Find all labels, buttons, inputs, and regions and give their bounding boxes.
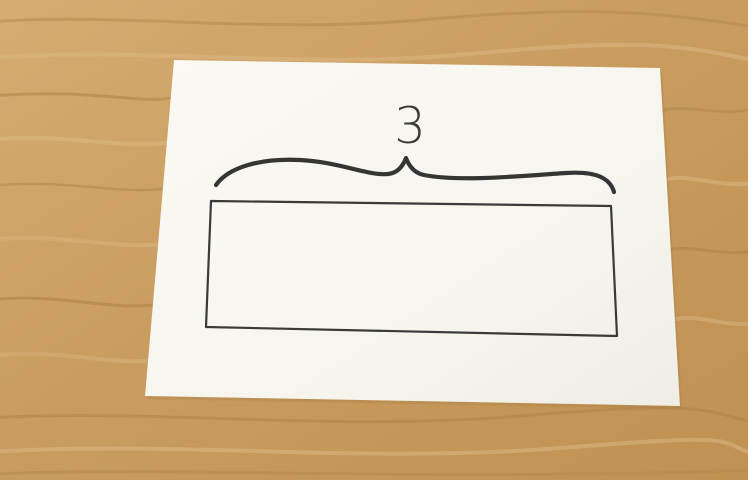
- paper-card: 3: [145, 60, 682, 409]
- number-label: 3: [394, 97, 426, 155]
